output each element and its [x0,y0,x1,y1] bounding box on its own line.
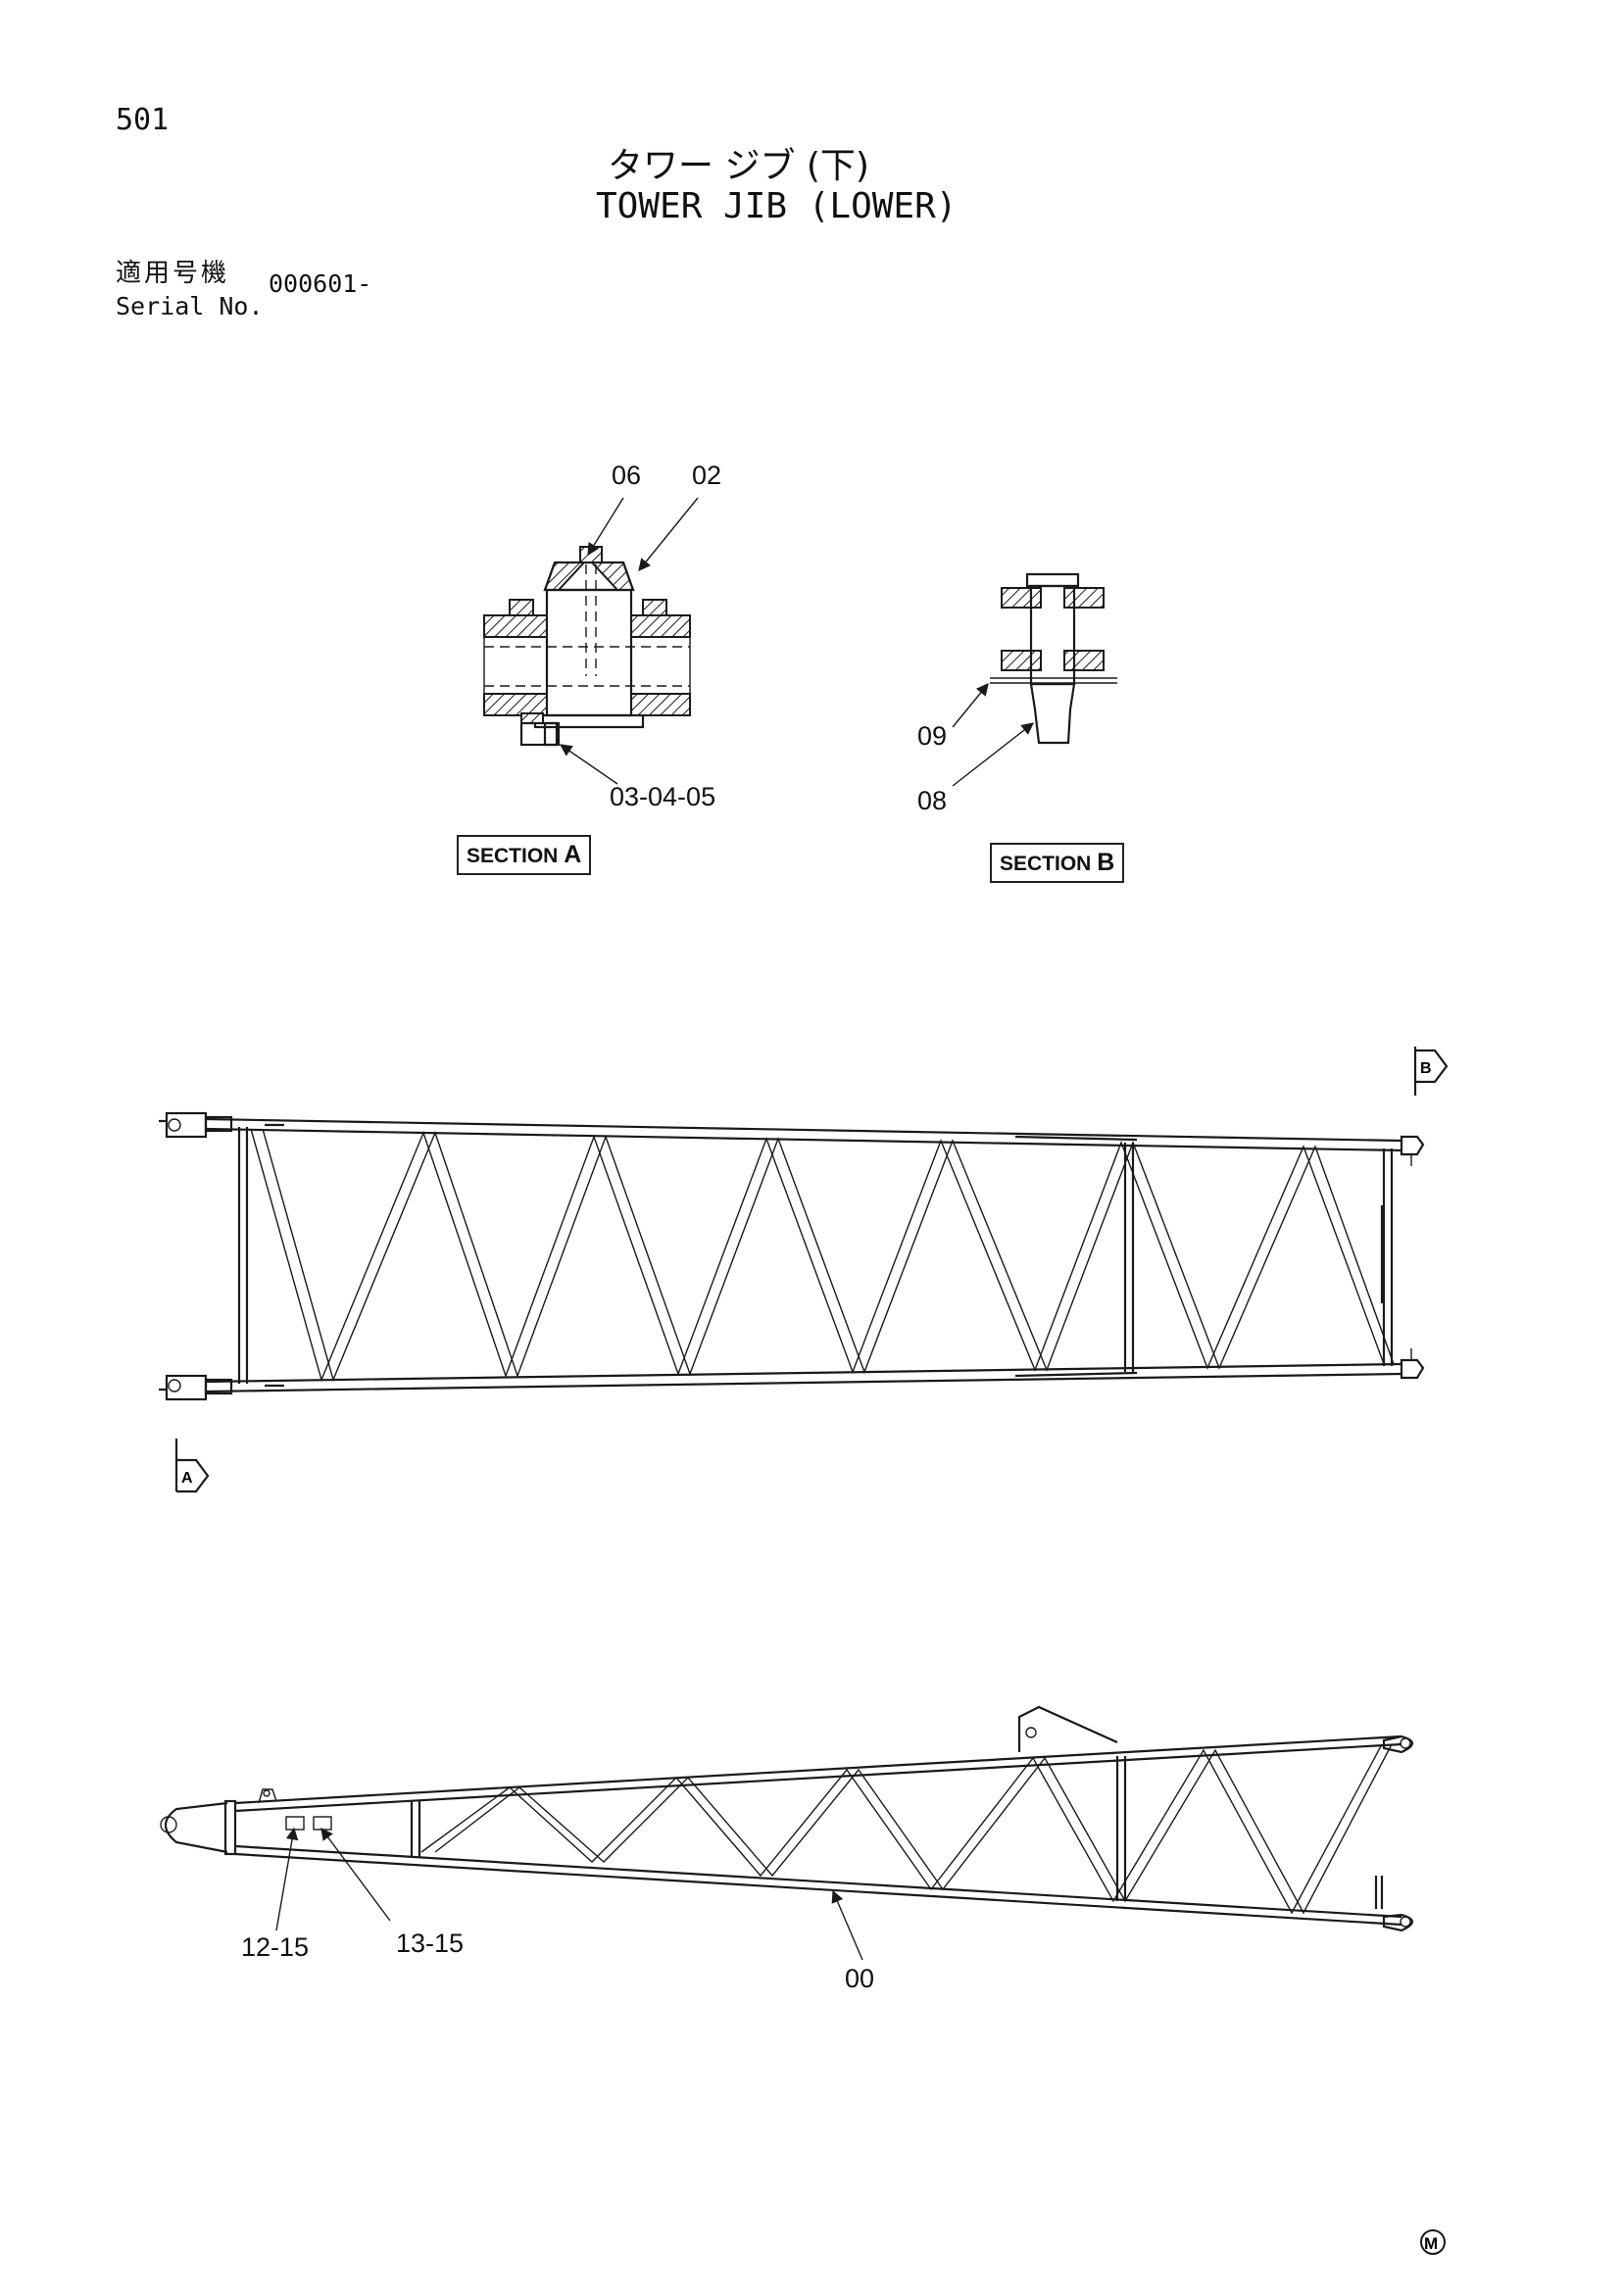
title-japanese: タワー ジブ (下) [608,146,869,186]
callout-06: 06 [612,461,642,490]
footer-mark: M [1420,2229,1446,2255]
serial-label-english: Serial No. [116,292,264,320]
tower-jib-side-view [160,1705,1414,1961]
tower-jib-top-view: B A [159,1047,1449,1493]
serial-label-japanese: 適用号機 [116,259,230,288]
callout-12-15: 12-15 [241,1932,310,1962]
section-a-caption-letter: A [564,841,582,868]
serial-value: 000601- [269,269,372,298]
section-b-caption: SECTION B [990,843,1125,883]
callout-13-15: 13-15 [396,1929,465,1958]
view-marker-a-letter: A [181,1470,193,1487]
section-b-caption-letter: B [1097,849,1115,876]
callout-09: 09 [917,721,948,751]
footer-mark-letter: M [1424,2234,1438,2253]
section-a-drawing [483,497,699,785]
section-b-caption-prefix: SECTION [1000,853,1092,875]
view-marker-b: B [1413,1047,1449,1096]
callout-08: 08 [917,786,948,815]
callout-03-04-05: 03-04-05 [610,782,716,811]
view-marker-a: A [174,1439,210,1493]
callout-02: 02 [692,461,722,490]
title-english: TOWER JIB (LOWER) [596,186,958,226]
section-b-drawing [952,572,1117,787]
section-a-caption-prefix: SECTION [467,845,559,867]
view-marker-b-letter: B [1420,1060,1432,1077]
callout-00: 00 [845,1964,875,1993]
section-a-caption: SECTION A [457,835,592,875]
page-number: 501 [116,103,170,137]
